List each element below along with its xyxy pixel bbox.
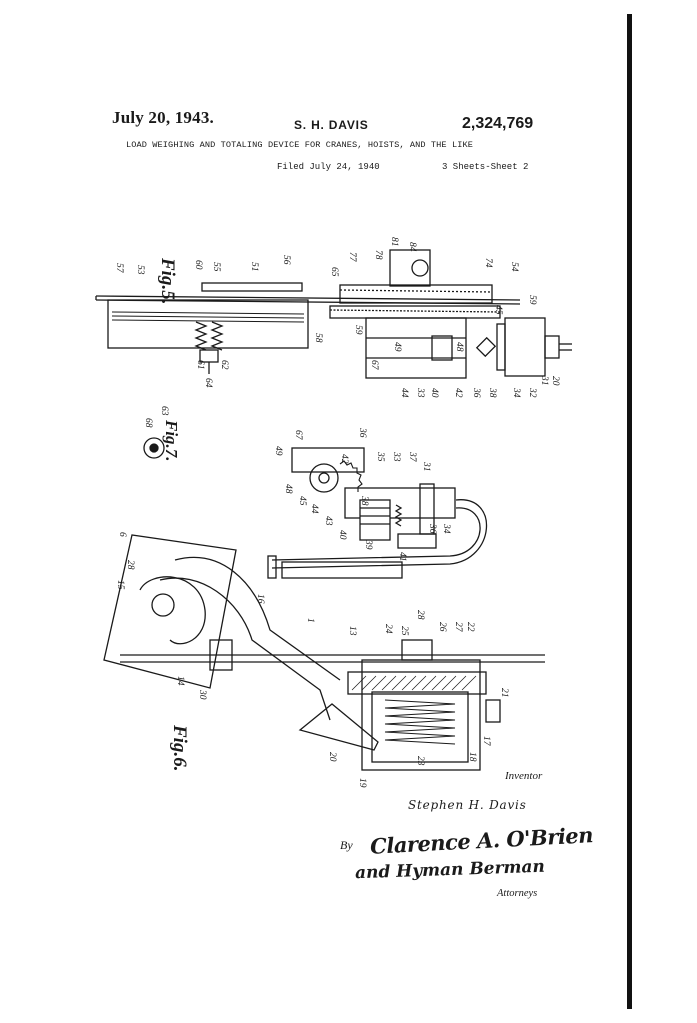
filed-date: Filed July 24, 1940	[277, 162, 380, 172]
sheet-count: 3 Sheets-Sheet 2	[442, 162, 529, 172]
ref-numeral: 34	[511, 387, 521, 398]
ref-numeral: 45	[297, 496, 307, 506]
ref-numeral: 67	[369, 360, 379, 371]
ref-numeral: 42	[453, 388, 463, 398]
ref-numeral: 40	[337, 530, 347, 540]
ref-numeral: 28	[125, 560, 135, 570]
ref-numeral: 65	[329, 267, 339, 277]
ref-numeral: 49	[273, 446, 283, 456]
ref-numeral: 24	[383, 624, 393, 634]
ref-numeral: 59	[527, 295, 537, 305]
ref-numeral: 81	[389, 237, 399, 247]
ref-numeral: 63	[159, 406, 169, 416]
ref-numeral: 14	[175, 676, 185, 686]
ref-numeral: 21	[499, 688, 509, 698]
ref-numeral: 38	[487, 387, 497, 398]
ref-numeral: 53	[135, 265, 145, 275]
figure-7-drawing	[143, 437, 165, 459]
ref-numeral: 49	[392, 342, 402, 352]
ref-numeral: 31	[421, 461, 431, 472]
ref-numeral: 51	[249, 262, 259, 272]
ref-numeral: 37	[407, 451, 417, 463]
ref-numeral: 59	[353, 325, 363, 335]
ref-numeral: 40	[429, 388, 439, 398]
ref-numeral: 58	[313, 333, 323, 343]
ref-numeral: 6	[117, 532, 127, 537]
ref-numeral: 18	[467, 752, 477, 762]
ref-numeral: 48	[454, 342, 464, 352]
ref-numeral: 42	[339, 454, 349, 464]
inventor-signature: Stephen H. Davis	[408, 798, 527, 812]
ref-numeral: 54	[509, 262, 519, 272]
ref-numeral: 68	[143, 418, 153, 428]
ref-numeral: 39	[363, 539, 373, 550]
ref-numeral: 64	[203, 378, 213, 388]
ref-numeral: 41	[397, 552, 407, 562]
ref-numeral: 20	[550, 376, 560, 386]
ref-numeral: 84	[407, 242, 417, 252]
inventor-label: Inventor	[505, 770, 543, 782]
figure-5-drawing	[95, 249, 572, 379]
ref-numeral: 67	[293, 430, 303, 441]
fig7-label: Fig.7.	[162, 419, 181, 462]
ref-numeral: 57	[114, 263, 124, 274]
ref-numeral: 27	[453, 622, 463, 633]
attorneys-label: Attorneys	[497, 888, 538, 899]
ref-numeral: 36	[471, 387, 481, 398]
ref-numeral: 25	[399, 626, 409, 636]
ref-numeral: 19	[357, 778, 367, 788]
patent-number: 2,324,769	[462, 115, 534, 132]
ref-numeral: 16	[255, 594, 265, 604]
ref-numeral: 28	[415, 610, 425, 620]
ref-numeral: 32	[527, 387, 537, 398]
ref-numeral: 61	[195, 360, 205, 370]
ref-numeral: 23	[415, 756, 425, 766]
ref-numeral: 1	[305, 618, 315, 623]
ref-numeral: 13	[347, 626, 357, 636]
by-label: By	[340, 838, 353, 852]
ref-numeral: 26	[437, 622, 447, 632]
ref-numeral: 17	[481, 736, 491, 747]
ref-numeral: 20	[327, 752, 337, 762]
ref-numeral: 45	[493, 305, 503, 315]
ref-numeral: 56	[281, 255, 291, 265]
ref-numeral: 33	[391, 451, 401, 462]
patent-title: LOAD WEIGHING AND TOTALING DEVICE FOR CR…	[126, 140, 473, 150]
inventor-name-header: S. H. DAVIS	[294, 118, 369, 132]
ref-numeral: 44	[399, 388, 409, 398]
ref-numeral: 31	[539, 375, 549, 386]
ref-numeral: 43	[323, 516, 333, 526]
ref-numeral: 48	[283, 484, 293, 494]
ref-numeral: 30	[197, 689, 207, 700]
patent-date: July 20, 1943.	[112, 108, 214, 127]
middle-gear-assembly	[267, 447, 488, 579]
ref-numeral: 35	[375, 451, 385, 462]
ref-numeral: 60	[193, 260, 203, 270]
figure-6-drawing	[103, 534, 545, 771]
ref-numeral: 22	[465, 622, 475, 632]
ref-numeral: 33	[415, 387, 425, 398]
ref-numeral: 62	[219, 360, 229, 370]
ref-numeral: 44	[309, 504, 319, 514]
ref-numeral: 36	[357, 427, 367, 438]
scan-edge-bar	[627, 14, 632, 1009]
ref-numeral: 36	[427, 523, 437, 534]
ref-numeral: 74	[483, 258, 493, 268]
ref-numeral: 15	[115, 580, 125, 590]
fig6-label: Fig.6.	[169, 724, 190, 771]
ref-numeral: 55	[211, 262, 221, 272]
fig5-label: Fig.5.	[157, 257, 178, 304]
ref-numeral: 38	[359, 495, 369, 506]
ref-numeral: 34	[441, 523, 451, 534]
ref-numeral: 77	[347, 252, 357, 263]
ref-numeral: 78	[373, 250, 383, 260]
